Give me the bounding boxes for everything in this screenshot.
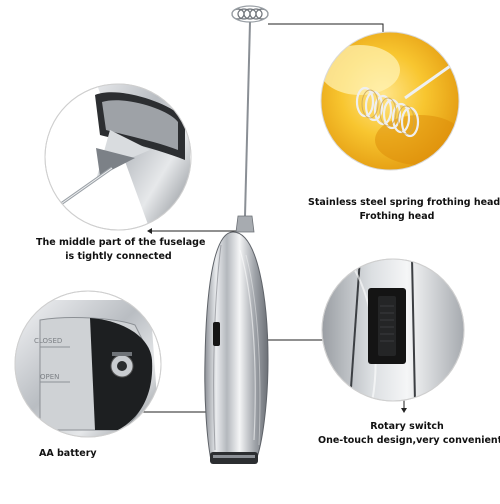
leader-head <box>268 23 384 36</box>
frother-body <box>204 231 269 464</box>
switch-caption: Rotary switch One-touch design,very conv… <box>318 420 500 448</box>
switch-caption-line2: One-touch design,very convenient <box>318 435 500 446</box>
body-switch <box>213 322 220 346</box>
whisk-shaft <box>244 21 251 217</box>
shaft-collar <box>235 215 255 233</box>
frothing-head-detail <box>320 31 460 171</box>
battery-caption: AA battery <box>39 448 97 459</box>
fuselage-caption: The middle part of the fuselage is tight… <box>36 236 206 264</box>
frothing-head-caption-line2: Frothing head <box>359 211 435 222</box>
fuselage-caption-line2: is tightly connected <box>65 251 172 262</box>
spring-whisk-head <box>231 5 269 23</box>
frothing-head-caption: Stainless steel spring frothing head Fro… <box>308 196 500 224</box>
rotary-switch-detail <box>321 258 465 402</box>
fuselage-joint-detail <box>44 83 192 231</box>
switch-caption-line1: Rotary switch <box>370 421 444 432</box>
cap-closed-label: CLOSED <box>34 337 62 345</box>
cap-open-label: OPEN <box>40 373 59 381</box>
frothing-head-caption-line1: Stainless steel spring frothing head <box>308 197 500 208</box>
battery-cap-detail: CLOSED OPEN <box>14 290 162 438</box>
fuselage-caption-line1: The middle part of the fuselage <box>36 237 206 248</box>
